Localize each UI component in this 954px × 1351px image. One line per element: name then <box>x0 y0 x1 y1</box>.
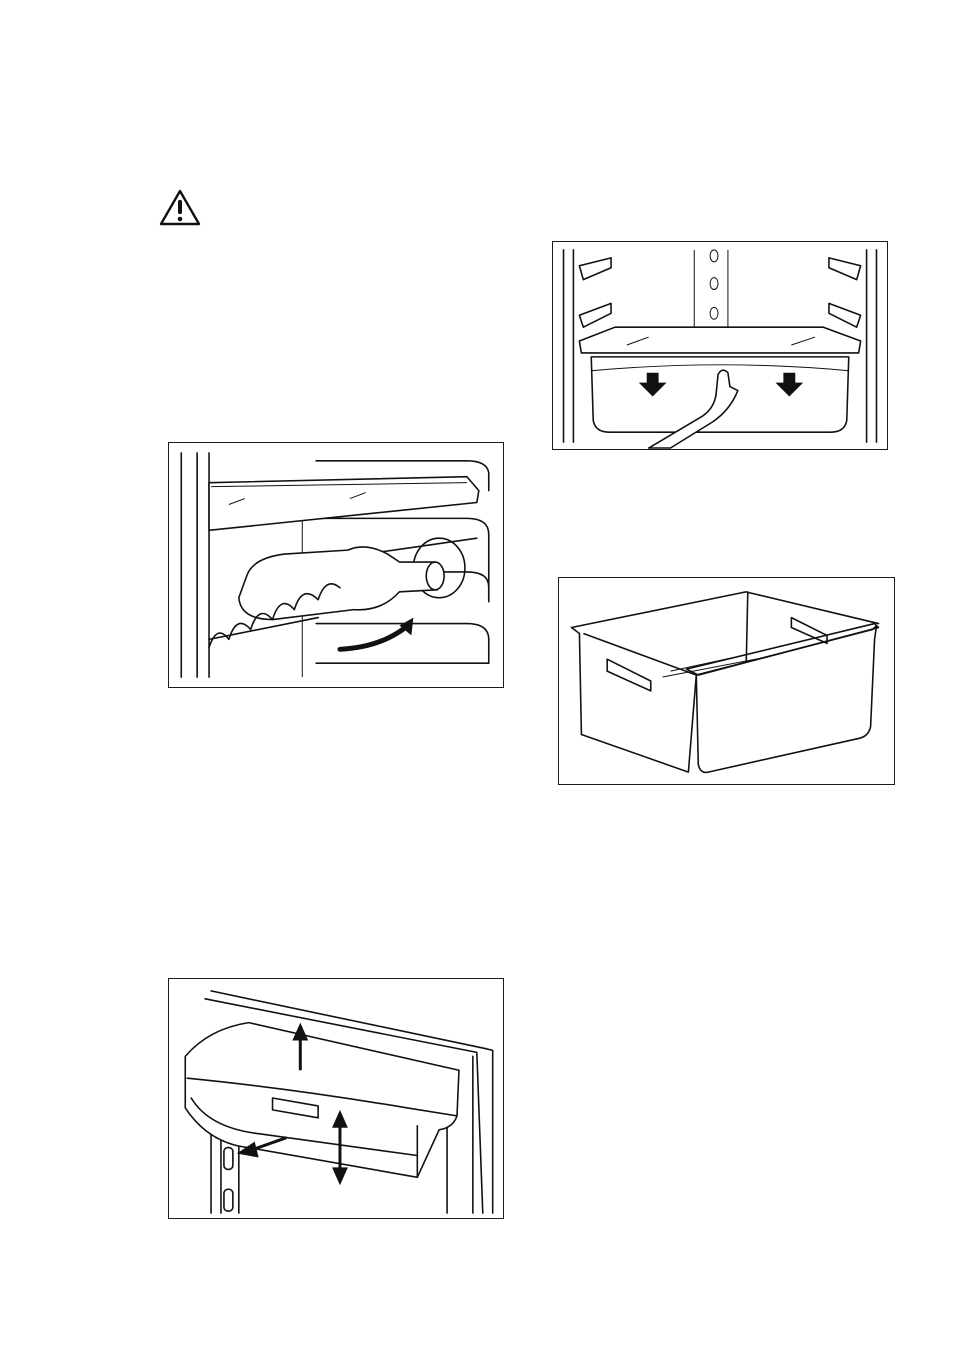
door-shelf-illustration <box>168 978 504 1219</box>
warning-triangle-icon <box>158 188 202 228</box>
drawer-removal-illustration <box>552 241 888 450</box>
bottle-rack-illustration <box>168 442 504 688</box>
crisper-drawer-illustration <box>558 577 895 785</box>
